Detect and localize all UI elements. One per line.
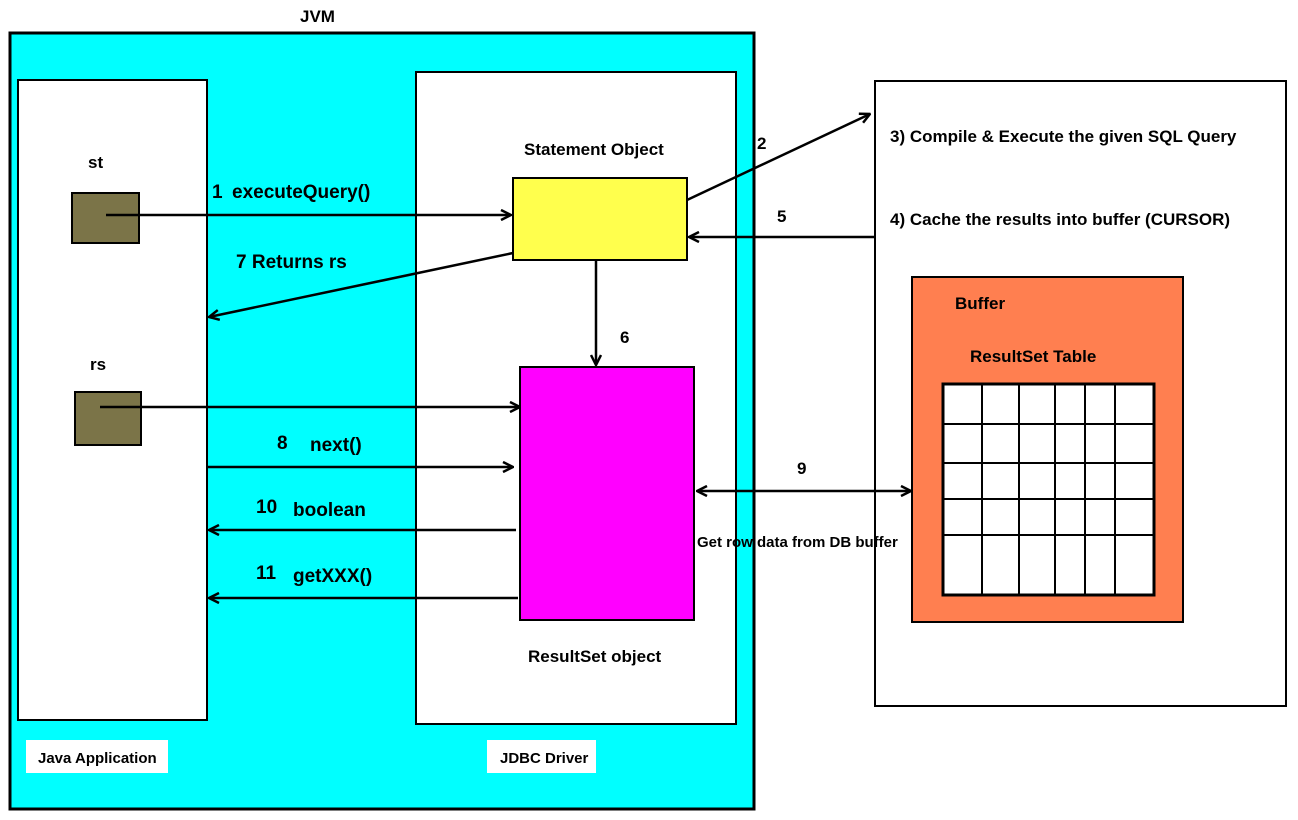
step-6-number: 6: [620, 328, 629, 347]
resultset-table-grid: [941, 382, 1156, 597]
resultset-object-label: ResultSet object: [528, 647, 662, 666]
jdbc-driver-caption: JDBC Driver: [500, 750, 589, 767]
step-4-text: 4) Cache the results into buffer (CURSOR…: [890, 210, 1230, 229]
resultset-object-box: [519, 366, 695, 621]
st-label: st: [88, 153, 103, 172]
buffer-label: Buffer: [955, 294, 1005, 313]
step-10-number: 10: [256, 497, 277, 518]
step-11-number: 11: [256, 563, 277, 584]
step-3-text: 3) Compile & Execute the given SQL Query: [890, 127, 1237, 146]
arrow-2-send-query: [686, 114, 870, 202]
step-1-number: 1: [212, 182, 223, 203]
step-10-text: boolean: [293, 500, 366, 521]
step-8-method: next(): [310, 435, 362, 456]
step-2-number: 2: [757, 134, 766, 153]
jdbc-driver-caption-bg: [487, 740, 596, 773]
step-9-number: 9: [797, 459, 806, 478]
java-application-caption: Java Application: [38, 750, 157, 767]
java-application-caption-bg: [26, 740, 168, 773]
step-7-text: 7 Returns rs: [236, 252, 347, 273]
rs-label: rs: [90, 355, 106, 374]
step-1-method: executeQuery(): [232, 182, 370, 203]
step-8-number: 8: [277, 433, 288, 454]
step-9-description: Get row data from DB buffer: [697, 534, 898, 551]
step-11-method: getXXX(): [293, 566, 372, 587]
st-reference-box: [71, 192, 140, 244]
resultset-table-label: ResultSet Table: [970, 347, 1096, 366]
arrow-7-returns-rs: [209, 251, 514, 317]
rs-reference-box: [74, 391, 142, 446]
jvm-title: JVM: [300, 7, 335, 26]
statement-object-label: Statement Object: [524, 140, 664, 159]
statement-object-box: [512, 177, 688, 261]
step-5-number: 5: [777, 207, 786, 226]
